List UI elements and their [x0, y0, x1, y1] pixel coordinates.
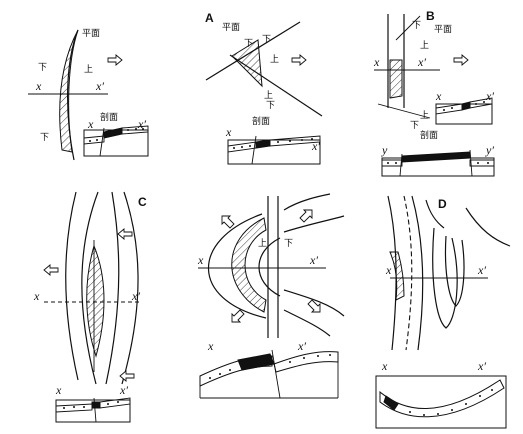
- xprime-label-1: x′: [95, 79, 104, 93]
- section-label-B: 剖面: [420, 129, 438, 141]
- x-label-C2: x: [55, 383, 62, 397]
- panel-top-left: 平面 上 下 下 x x′ 剖面 x x′: [28, 28, 149, 161]
- x-label-M2: x: [207, 339, 214, 353]
- down-label-A2: 下: [262, 35, 271, 45]
- x-label-1b: x: [87, 117, 94, 131]
- xprime-label-B2: x′: [485, 89, 494, 103]
- arrow-icon-M1: [221, 215, 235, 229]
- plan-label-B: 平面: [434, 24, 452, 35]
- up-label-A1: 上: [270, 54, 279, 65]
- section-block-M: [199, 349, 339, 399]
- section-block-C: [55, 397, 131, 423]
- down-label-A3: 下: [266, 101, 275, 111]
- down-label-B2: 下: [410, 121, 419, 131]
- down-label-M: 下: [284, 239, 293, 249]
- arrow-icon-M4: [307, 299, 321, 313]
- panel-bottom-middle: x x′ 上 下 x x′: [197, 193, 345, 399]
- down-label-1a: 下: [38, 63, 47, 73]
- x-label-C: x: [33, 289, 40, 303]
- xprime-label-1b: x′: [137, 117, 146, 131]
- section-block-1: [83, 125, 149, 157]
- panel-A: A 平面 下 下 上 上 下 剖面 x x′: [205, 11, 323, 165]
- xprime-label-D2: x′: [477, 359, 486, 373]
- section-block-B: [381, 149, 495, 177]
- up-label-A2: 上: [264, 90, 273, 101]
- small-section-B: [435, 97, 493, 125]
- x-label-1: x: [35, 79, 42, 93]
- panel-C: C x x′ x x′: [33, 191, 147, 423]
- x-label-D: x: [385, 263, 392, 277]
- panel-label-D: D: [438, 197, 447, 211]
- up-label-1: 上: [84, 64, 93, 75]
- yprime-label-B: y′: [485, 143, 494, 157]
- section-label-A: 剖面: [252, 115, 270, 127]
- up-label-M: 上: [258, 238, 267, 249]
- arrow-icon-1: [107, 54, 123, 66]
- up-label-B2: 上: [420, 110, 429, 121]
- xprime-label-D: x′: [477, 263, 486, 277]
- x-label-B: x: [373, 55, 380, 69]
- xprime-label-M: x′: [309, 253, 318, 267]
- panel-label-C: C: [138, 195, 147, 209]
- xprime-label-A: x′: [311, 139, 320, 153]
- panel-label-B: B: [426, 9, 435, 23]
- panel-D: D x x′ x x′: [375, 195, 511, 429]
- arrow-icon-M3: [231, 309, 245, 323]
- y-label-B: y: [381, 143, 388, 157]
- xprime-label-C2: x′: [119, 383, 128, 397]
- down-label-A1: 下: [244, 39, 253, 49]
- arrow-icon-B: [453, 54, 469, 66]
- arrow-icon-C1: [117, 228, 133, 240]
- x-label-A: x: [225, 125, 232, 139]
- down-label-B1: 下: [412, 21, 421, 31]
- x-label-M: x: [197, 253, 204, 267]
- plan-label-A: 平面: [222, 22, 240, 33]
- section-label-1: 剖面: [100, 111, 118, 123]
- down-label-1b: 下: [40, 133, 49, 143]
- plan-label-1: 平面: [82, 28, 100, 39]
- panel-B: B 平面 下 上 上 下 x x′ x x′ 剖面 y y′: [373, 9, 495, 177]
- up-label-B1: 上: [420, 40, 429, 51]
- xprime-label-M2: x′: [297, 339, 306, 353]
- xprime-label-B: x′: [417, 55, 426, 69]
- arrow-icon-C2: [43, 264, 59, 276]
- arrow-icon-M2: [299, 209, 313, 223]
- panel-label-A: A: [205, 11, 214, 25]
- arrow-icon-C3: [119, 370, 135, 382]
- x-label-B2: x: [435, 89, 442, 103]
- section-block-A: [227, 135, 321, 165]
- arrow-icon-A: [291, 54, 307, 66]
- section-block-D: [375, 375, 507, 429]
- x-label-D2: x: [381, 359, 388, 373]
- xprime-label-C: x′: [131, 289, 140, 303]
